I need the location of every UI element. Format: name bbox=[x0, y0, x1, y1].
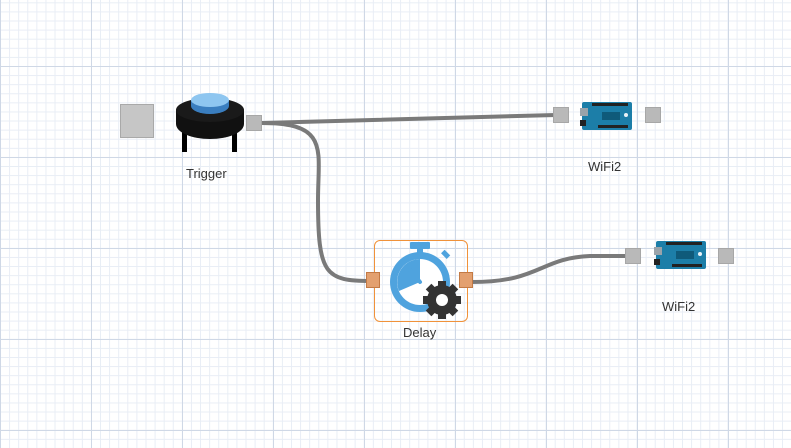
wifi-top-node[interactable]: WiFi2 bbox=[550, 96, 670, 181]
wifi-bottom-node[interactable]: WiFi2 bbox=[622, 236, 742, 321]
delay-node[interactable]: Delay bbox=[364, 238, 482, 346]
wifi-top-output-port[interactable] bbox=[645, 107, 661, 123]
trigger-node[interactable]: Trigger bbox=[118, 92, 268, 187]
trigger-label: Trigger bbox=[186, 166, 227, 181]
wifi-bottom-output-port[interactable] bbox=[718, 248, 734, 264]
delay-output-port[interactable] bbox=[459, 272, 473, 288]
wire-trigger-to-wifi-top[interactable] bbox=[260, 113, 558, 125]
delay-input-port[interactable] bbox=[366, 272, 380, 288]
wifi-top-input-port[interactable] bbox=[553, 107, 569, 123]
arduino-board-icon bbox=[580, 102, 632, 130]
trigger-input-port[interactable] bbox=[120, 104, 154, 138]
push-button-icon bbox=[176, 93, 244, 152]
wire-trigger-to-delay[interactable] bbox=[260, 121, 374, 283]
wifi-top-label: WiFi2 bbox=[588, 159, 622, 174]
wire-delay-to-wifi-bottom[interactable] bbox=[470, 254, 630, 284]
wifi-bottom-label: WiFi2 bbox=[662, 299, 696, 314]
arduino-board-icon bbox=[654, 241, 706, 269]
delay-label: Delay bbox=[403, 325, 437, 340]
trigger-output-port[interactable] bbox=[246, 115, 262, 131]
stopwatch-icon bbox=[390, 242, 461, 319]
wifi-bottom-input-port[interactable] bbox=[625, 248, 641, 264]
